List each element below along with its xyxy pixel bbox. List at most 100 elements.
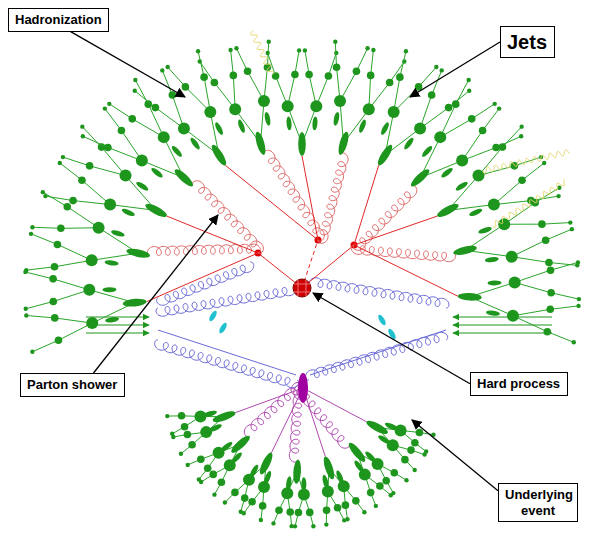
cluster-ellipse [105,316,120,323]
cluster-ellipse [312,116,318,130]
cluster-ellipse [346,441,367,464]
decay-product [199,480,203,484]
hadron [342,501,350,509]
hadron [204,464,212,472]
hadron [282,100,294,112]
hadron [498,218,510,230]
hadron [305,71,313,79]
hadron [104,199,116,211]
cluster-ellipse [435,201,460,219]
hadron [416,429,424,437]
label-box: Hard process [470,372,568,396]
decay-product [198,59,202,63]
cluster-ellipse [486,310,501,317]
incoming-gluon [156,286,296,316]
decay-product [43,194,47,198]
decay-product [133,89,137,93]
hadron [434,131,446,143]
particle-layer [23,30,581,528]
cluster-ellipse [365,418,390,436]
hadron [213,447,225,459]
cluster-ellipse [455,180,469,192]
decay-product [179,452,183,456]
decay-product [58,161,62,165]
cluster-ellipse [264,111,272,126]
particle-line [63,157,90,166]
hadron [243,474,255,486]
label-text: Hard process [477,376,561,392]
decay-product [556,194,560,198]
leader-layer [71,32,500,491]
hadron [506,251,518,263]
decay-product [572,340,576,344]
cluster-ellipse [258,451,275,476]
cluster-ellipse [211,409,236,424]
cluster-ellipse [122,298,147,308]
cluster-ellipse [358,119,368,134]
hadron [538,220,546,228]
particle-line [83,136,108,147]
hadron [367,489,375,497]
hadron [184,431,192,439]
decay-product [570,227,574,231]
decay-product [271,521,275,525]
decay-product [196,49,200,53]
hadron [69,197,77,205]
cluster-ellipse [237,119,247,134]
photon-line [492,179,565,228]
photon-line [250,30,274,75]
cluster-ellipse [485,256,500,263]
decay-product [303,48,307,52]
particle-line [45,196,73,200]
cluster-ellipse [453,244,478,257]
hadron [359,469,371,481]
label-box: Jets [500,26,555,58]
particle-line [400,51,406,77]
hadron [86,254,98,266]
label-text: Jets [507,30,548,54]
hadron [78,176,86,184]
cluster-ellipse [102,287,116,292]
decay-product [160,68,164,72]
photon-line [482,150,569,174]
hadron [382,477,390,485]
particle-line [168,67,186,87]
shower-gluon [263,150,324,241]
hadron [295,509,303,517]
decay-product [577,297,581,301]
hadron [386,79,394,87]
decay-product [30,350,34,354]
hadron [158,131,170,143]
particle-line [551,262,578,270]
cluster-ellipse [254,131,268,156]
hadron [414,122,426,134]
hadron [49,298,57,306]
hadron [306,509,314,517]
hadron [334,95,346,107]
remnant-ellipse [377,314,387,327]
beam-line [453,324,552,325]
hadron [281,487,293,499]
decay-product [29,232,33,236]
hadron [152,104,160,112]
cluster-ellipse [172,167,195,189]
decay-product [466,78,470,82]
particle-line [522,163,544,180]
hadron [479,127,487,135]
cluster-ellipse [214,121,225,136]
decay-product [391,491,395,495]
decay-product [185,463,189,467]
hadron [468,115,476,123]
particle-line [550,306,578,309]
decay-product [81,134,85,138]
hadron [298,488,310,500]
cluster-ellipse [293,460,302,484]
hadron [231,489,239,497]
hadron [286,508,294,516]
cluster-ellipse [298,132,306,156]
hadron [86,317,98,329]
particle-line [335,42,336,68]
blob-hatch [294,280,310,296]
decay-product [371,48,375,52]
hadron [323,507,331,515]
